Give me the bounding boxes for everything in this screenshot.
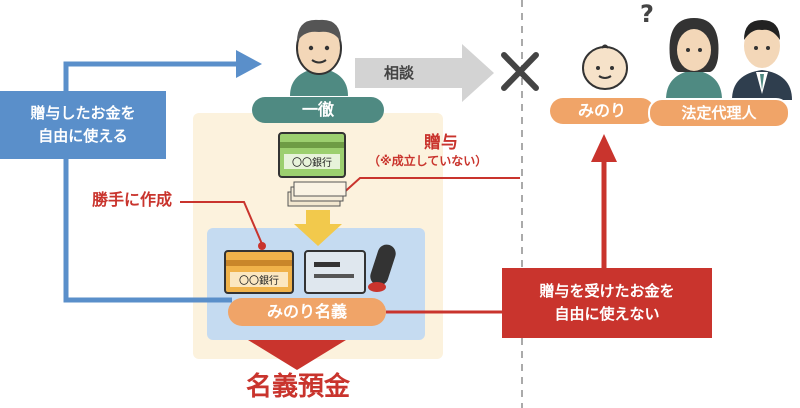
seal-stamp-icon [368,244,396,292]
father-icon [290,19,348,96]
bank-card-top: 〇〇銀行 [278,132,346,178]
lawyer-icon [732,20,792,100]
x-mark-b [501,52,539,91]
right-box-line2: 自由に使えない [554,305,660,323]
baby-icon [582,44,628,90]
account-name-pill: みのり名義 [228,298,386,326]
right-box-line1: 贈与を受けたお金を [539,281,675,300]
katte-label: 勝手に作成 [92,190,173,209]
bank-card-bottom: 〇〇銀行 [224,250,294,294]
father-name: 一徹 [301,100,334,119]
yellow-down-arrow [294,210,342,246]
blue-arrow-head [236,50,262,78]
blue-loop-line [63,61,238,303]
child-name: みのり [577,101,626,120]
mother-icon [666,18,722,100]
right-info-box: 贈与を受けたお金を 自由に使えない [502,268,712,338]
cash-icon [287,181,347,207]
katte-pointer-line [180,201,263,245]
gift-pointer-line [339,177,520,197]
account-name-label: みのり名義 [266,302,347,321]
red-up-arrow-head [591,134,617,162]
left-box-line2: 自由に使える [38,127,128,145]
question-mark: ? [640,0,654,28]
credit-card-icon [304,250,366,294]
consult-label: 相談 [384,64,415,82]
father-name-pill: 一徹 [252,97,384,123]
child-name-pill: みのり [550,98,654,124]
big-red-down-arrow [248,340,346,370]
bank-card-top-label: 〇〇銀行 [284,154,340,169]
bank-card-bottom-label: 〇〇銀行 [230,272,288,287]
gift-title: 贈与 [424,133,458,153]
guardian-pill: 法定代理人 [648,98,790,128]
left-box-line1: 贈与したお金を [30,103,136,122]
guardian-label: 法定代理人 [681,104,757,122]
consult-arrow [355,44,494,102]
left-info-box: 贈与したお金を 自由に使える [0,91,166,159]
bottom-title: 名義預金 [245,372,350,402]
gift-note: （※成立していない） [368,154,488,168]
